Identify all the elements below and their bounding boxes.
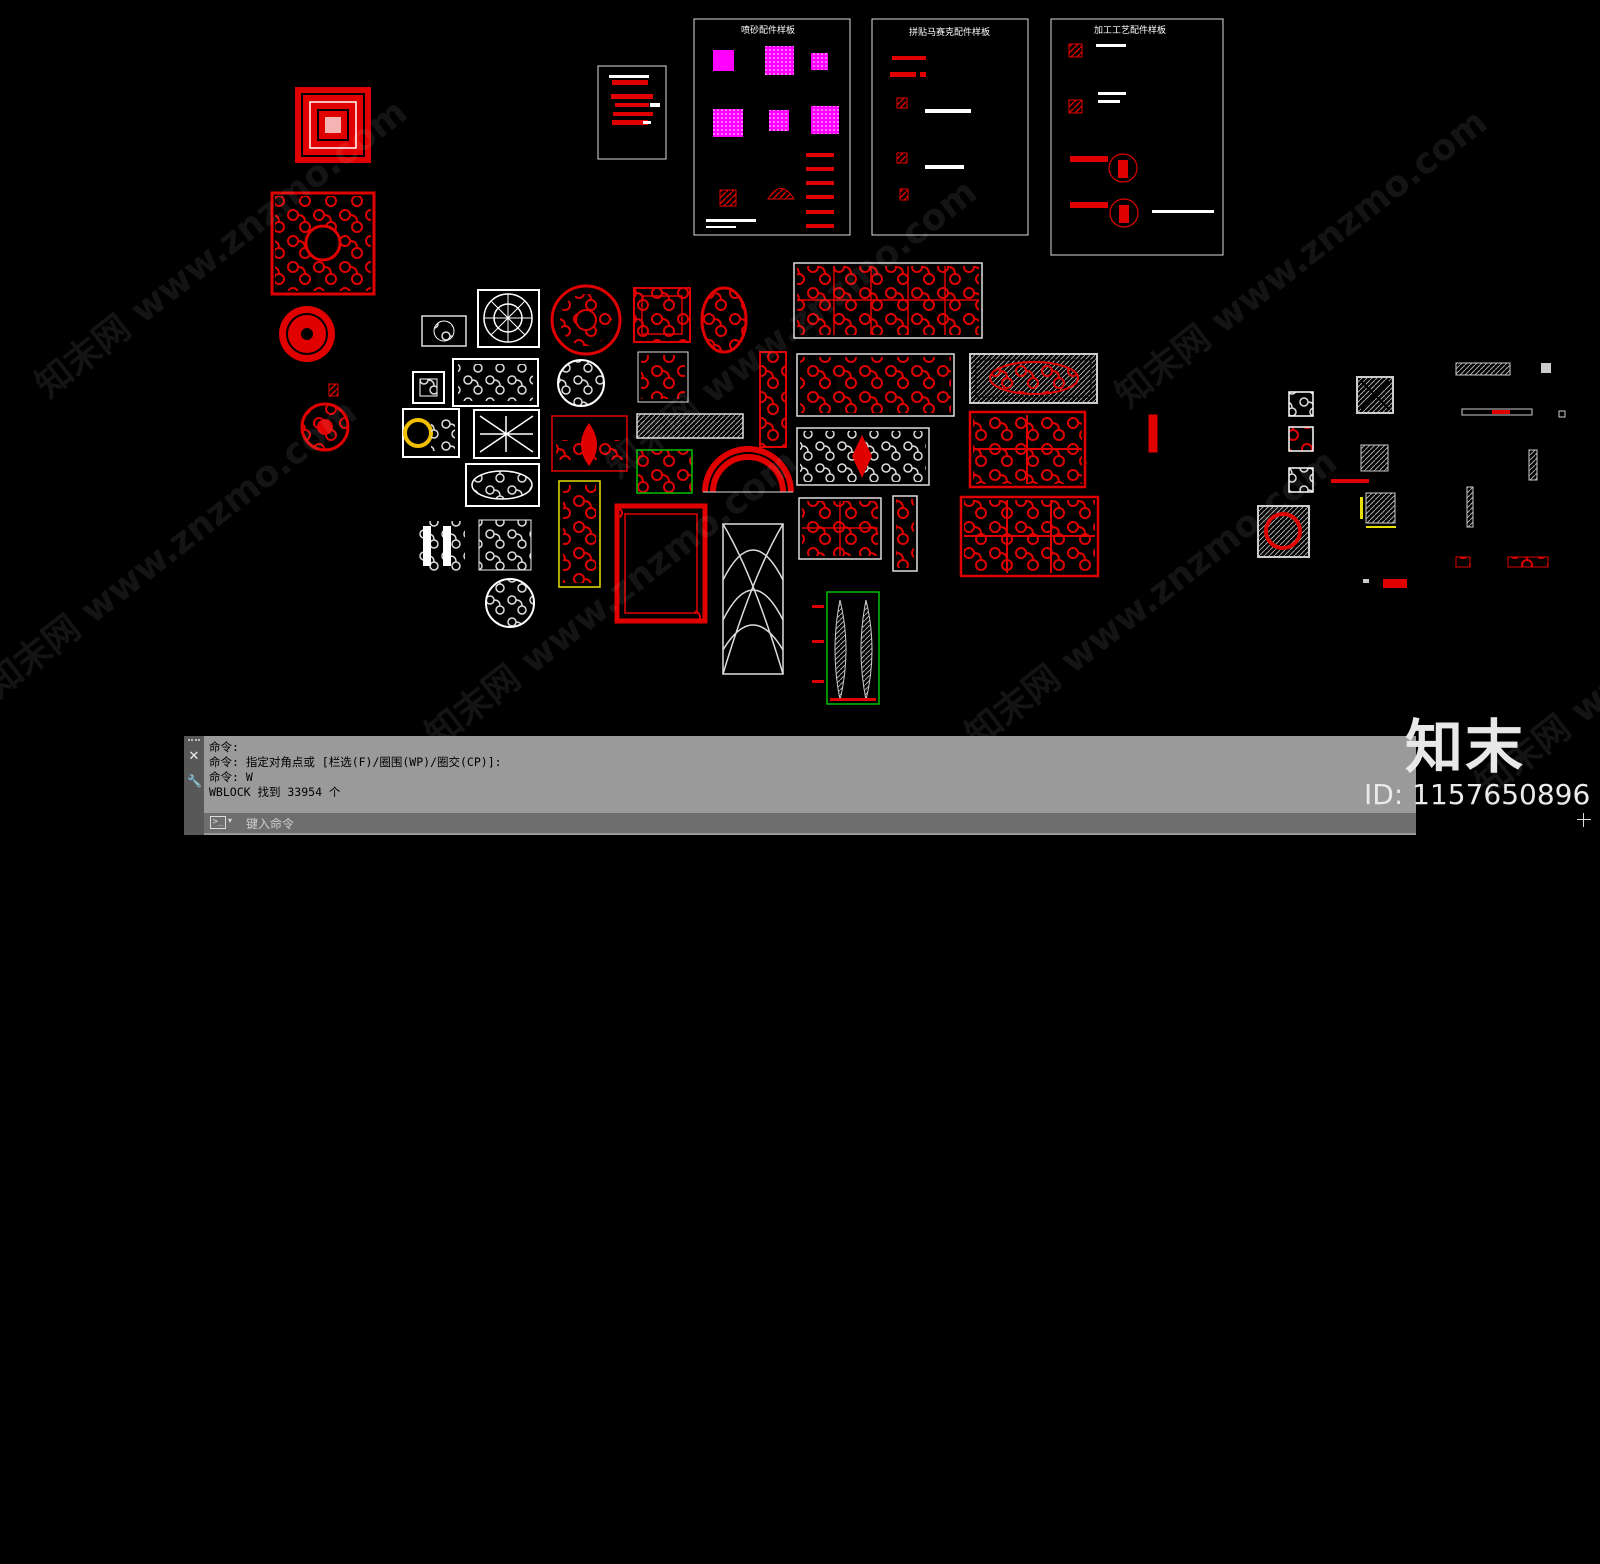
red-scroll-frame[interactable]	[614, 503, 708, 624]
white-small-tile[interactable]	[412, 371, 445, 404]
red-dragon-strip[interactable]	[892, 495, 918, 572]
red-rosette-disc[interactable]	[279, 306, 335, 362]
red-star-tile[interactable]	[637, 351, 689, 403]
yellow-wreath-panel[interactable]	[402, 408, 460, 458]
grey-carved-panel-pair[interactable]	[812, 591, 880, 705]
sheet-sandblast[interactable]: 喷砂配件样板	[693, 18, 851, 236]
detail-cluster[interactable]	[1257, 362, 1566, 588]
model-space[interactable]: 喷砂配件样板 拼贴马赛克配件样板 加工工艺配件样板	[0, 0, 1600, 835]
circle-medallion-square[interactable]	[270, 191, 376, 296]
red-grid-scroll-panel-5[interactable]	[959, 495, 1100, 578]
white-lattice-panel[interactable]	[473, 409, 540, 459]
command-history-line: 命令: W	[209, 770, 253, 784]
sheet-process[interactable]: 加工工艺配件样板	[1050, 18, 1224, 256]
white-lace-square[interactable]	[478, 519, 532, 571]
grey-grille-bar[interactable]	[636, 413, 744, 439]
command-line-grip[interactable]: ✕ 🔧	[184, 736, 204, 835]
red-small-disc[interactable]	[300, 383, 350, 452]
crosshair-icon	[1577, 813, 1591, 827]
red-grid-scroll-panel-1[interactable]	[793, 262, 983, 339]
command-prompt-icon[interactable]: >_	[210, 816, 226, 829]
white-mandala-disc[interactable]	[557, 359, 605, 407]
command-history-line: WBLOCK 找到 33954 个	[209, 785, 341, 799]
red-oval-ornament[interactable]	[700, 286, 748, 354]
sheet-title-process: 加工工艺配件样板	[1094, 24, 1166, 36]
red-vertical-strip[interactable]	[759, 351, 787, 448]
chevron-down-icon[interactable]: ▾	[228, 816, 233, 825]
command-history: 命令: 命令: 指定对角点或 [栏选(F)/圈围(WP)/圈交(CP)]: 命令…	[209, 740, 502, 800]
grip-dots-icon	[188, 739, 200, 746]
white-lace-disc[interactable]	[485, 578, 535, 628]
red-grid-scroll-panel-3[interactable]	[968, 410, 1087, 489]
grey-scroll-panel[interactable]	[796, 427, 930, 486]
red-bar-element[interactable]	[1148, 414, 1158, 453]
sheet-mosaic[interactable]: 拼贴马赛克配件样板	[871, 18, 1029, 236]
red-fleur-panel[interactable]	[551, 415, 628, 472]
command-input-row[interactable]: >_ ▾	[204, 813, 1416, 833]
red-arch[interactable]	[702, 446, 794, 493]
red-flower-tile[interactable]	[633, 287, 691, 343]
brand-logo: 知末	[1405, 713, 1526, 781]
command-history-line: 命令:	[209, 740, 239, 754]
command-history-line: 命令: 指定对角点或 [栏选(F)/圈围(WP)/圈交(CP)]:	[209, 755, 502, 769]
sample-sheet-small[interactable]	[597, 65, 667, 160]
yellow-framed-column[interactable]	[558, 480, 601, 588]
white-arch-lattice[interactable]	[722, 523, 784, 675]
red-scroll-panel-2[interactable]	[796, 353, 955, 417]
white-small-square-ornament[interactable]	[421, 315, 467, 347]
red-scroll-panel-4[interactable]	[798, 497, 882, 560]
wrench-icon[interactable]: 🔧	[187, 774, 202, 788]
sheet-title-sandblast: 喷砂配件样板	[741, 24, 795, 36]
white-block-pattern[interactable]	[417, 521, 465, 571]
green-bordered-tile[interactable]	[636, 449, 693, 494]
white-geometric-rosette[interactable]	[477, 289, 540, 348]
red-sunburst-disc[interactable]	[550, 284, 622, 356]
scroll-right-icon[interactable]: ▶	[1590, 1553, 1597, 1562]
command-input[interactable]	[244, 814, 1408, 833]
grey-red-oval-panel[interactable]	[969, 353, 1098, 404]
nested-square-panel[interactable]	[295, 87, 371, 163]
command-line-window[interactable]: ✕ 🔧 命令: 命令: 指定对角点或 [栏选(F)/圈围(WP)/圈交(CP)]…	[184, 736, 1596, 1562]
image-id-label: ID: 1157650896	[1364, 778, 1591, 811]
sheet-title-mosaic: 拼贴马赛克配件样板	[909, 26, 990, 38]
white-scroll-rectangle[interactable]	[452, 358, 539, 407]
drawing-canvas[interactable]: 喷砂配件样板 拼贴马赛克配件样板 加工工艺配件样板	[0, 0, 1600, 835]
close-icon[interactable]: ✕	[188, 749, 200, 764]
white-oval-panel[interactable]	[465, 463, 540, 507]
